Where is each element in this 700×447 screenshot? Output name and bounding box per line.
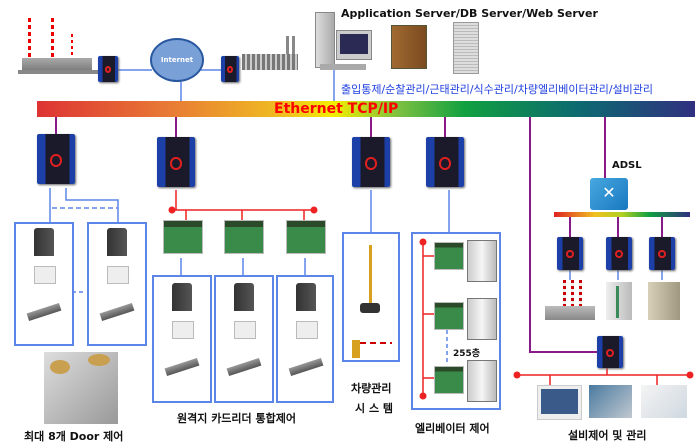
facility-controller-icon (597, 336, 623, 368)
office-building-icon (606, 282, 632, 320)
site-controller-icon (649, 237, 675, 270)
card-reader-icon (296, 283, 316, 311)
exit-button-icon (296, 321, 318, 339)
tower-pc-icon (315, 12, 335, 68)
adsl-label: ADSL (612, 160, 642, 171)
elevator-car-icon (467, 298, 497, 340)
web-server-icon (453, 22, 479, 74)
barrier-gate-icon (352, 340, 360, 358)
io-board-icon (434, 242, 464, 270)
exit-button-icon (34, 266, 56, 284)
ethernet-bus (37, 101, 695, 117)
parking-section-label-1: 차량관리 (351, 382, 392, 395)
parking-group (342, 232, 400, 362)
card-reader-icon (172, 283, 192, 311)
elevator-section-label: 엘리베이터 제어 (415, 422, 490, 435)
adsl-switch-icon: ✕ (590, 178, 628, 210)
internet-cloud-icon: Internet (150, 38, 204, 82)
remote-reader-controller-icon (157, 137, 195, 187)
monitor-icon (336, 30, 372, 60)
remote-reader-group-3 (276, 275, 334, 403)
barrier-arm-icon (360, 342, 392, 344)
remote-reader-group-1 (152, 275, 212, 403)
door-group-1 (14, 222, 74, 346)
door-controller-icon (37, 134, 75, 184)
adsl-bus (554, 212, 690, 217)
door-links (49, 188, 663, 362)
rs485-links (172, 190, 690, 396)
parking-controller-icon (352, 137, 390, 187)
machine-image (641, 385, 687, 418)
exit-button-icon (234, 321, 256, 339)
remote-reader-group-2 (214, 275, 274, 403)
controller-icon (221, 56, 239, 82)
bus-drops (55, 117, 663, 353)
ethernet-label: Ethernet TCP/IP (274, 101, 399, 117)
card-reader-icon (107, 228, 127, 256)
factory-icon (18, 14, 98, 74)
io-board-icon (434, 366, 464, 394)
factory-line-image (589, 385, 632, 418)
card-reader-icon (234, 283, 254, 311)
bus-terminators (168, 206, 694, 400)
facility-section-label: 설비제어 및 관리 (568, 429, 647, 442)
server-header: Application Server/DB Server/Web Server (341, 7, 598, 20)
services-line: 출입통제/순찰관리/근태관리/식수관리/차량엘리베이터관리/설비관리 (341, 83, 654, 96)
exit-button-icon (107, 266, 129, 284)
wan-links (118, 68, 335, 102)
internet-label: Internet (160, 56, 194, 64)
remote-reader-section-label: 원격지 카드리더 통합제어 (177, 412, 296, 425)
db-server-icon (391, 25, 427, 69)
elevator-car-icon (467, 360, 497, 402)
tower-building-icon (648, 282, 680, 320)
door-section-label: 최대 8개 Door 제어 (24, 430, 124, 443)
plant-icon (240, 36, 300, 72)
elevator-car-icon (467, 240, 497, 282)
hmi-panel-image (537, 385, 582, 420)
controller-icon (98, 56, 118, 82)
io-board-icon (286, 220, 326, 254)
io-board-icon (224, 220, 264, 254)
keyboard-icon (320, 64, 366, 70)
parking-pole-icon (369, 245, 372, 305)
elevator-group (411, 232, 501, 410)
card-reader-icon (34, 228, 54, 256)
io-board-icon (163, 220, 203, 254)
exit-button-icon (172, 321, 194, 339)
site-controller-icon (557, 237, 583, 270)
floors-label: 255층 (453, 349, 481, 359)
io-board-icon (434, 302, 464, 330)
parking-section-label-2: 시 스 템 (355, 402, 394, 415)
site-controller-icon (606, 237, 632, 270)
door-group-2 (87, 222, 147, 346)
pole-base-icon (360, 303, 380, 313)
power-plant-icon (545, 280, 595, 320)
speed-gate-image (44, 352, 118, 424)
elevator-controller-icon (426, 137, 464, 187)
